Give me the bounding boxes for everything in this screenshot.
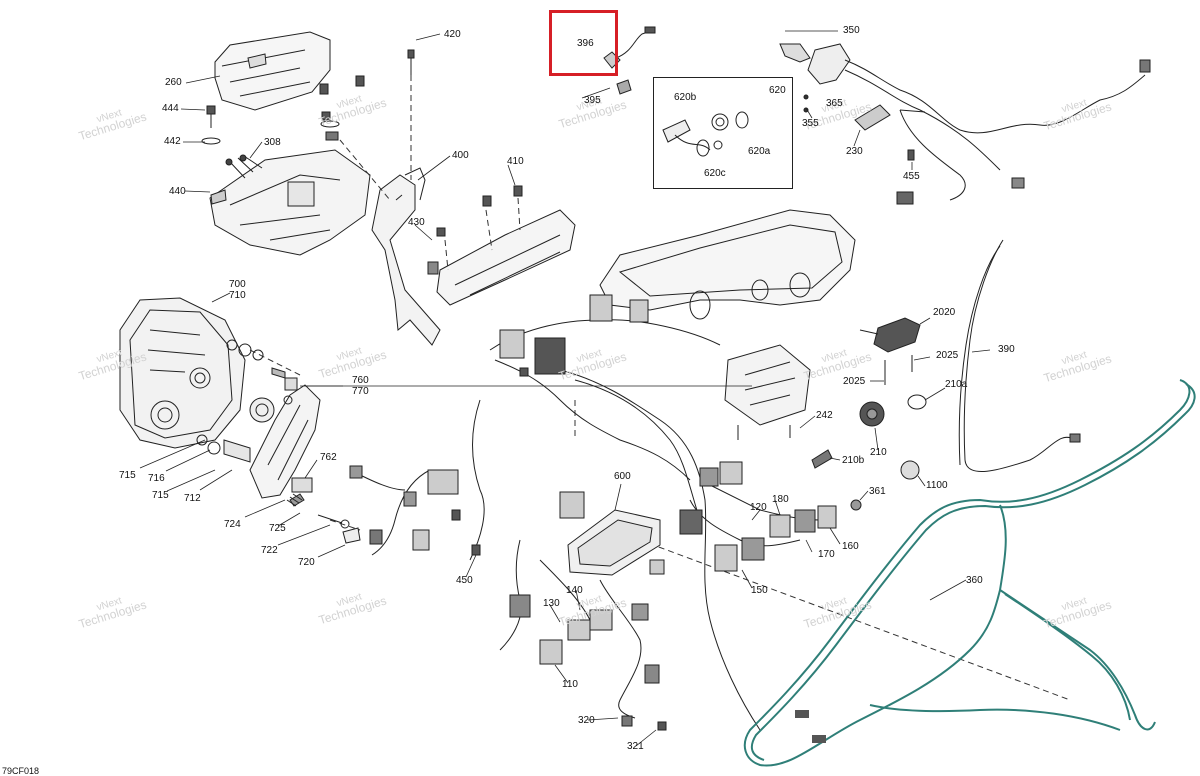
part-label-242: 242 [816, 410, 833, 421]
part-label-210a: 210a [945, 379, 968, 390]
part-label-120: 120 [750, 502, 767, 513]
support-arm-400 [371, 167, 441, 346]
part-label-762: 762 [320, 452, 337, 463]
part-label-400: 400 [452, 150, 469, 161]
part-label-444: 444 [162, 103, 179, 114]
part-label-210b: 210b [842, 455, 865, 466]
bracket-410 [407, 49, 576, 306]
part-label-770: 770 [352, 386, 369, 397]
part-label-395: 395 [584, 95, 601, 106]
part-label-160: 160 [842, 541, 859, 552]
inset-620-parts [662, 111, 749, 157]
part-label-724: 724 [224, 519, 241, 530]
dash-frame [599, 209, 856, 320]
leader-lines [139, 30, 991, 747]
cable-360-clips [795, 710, 826, 743]
part-label-620a: 620a [748, 146, 771, 157]
ignition-210 [811, 394, 927, 511]
fasteners-7xx [196, 339, 361, 544]
part-label-130: 130 [543, 598, 560, 609]
harness-connectors [349, 294, 837, 731]
headlight-700 [119, 297, 246, 449]
part-label-320: 320 [578, 715, 595, 726]
part-label-430: 430 [408, 217, 425, 228]
part-label-1100: 1100 [926, 480, 948, 491]
guide-lines [249, 75, 1071, 701]
part-label-2020: 2020 [933, 307, 956, 318]
part-label-350: 350 [843, 25, 860, 36]
part-label-715b: 715 [152, 490, 169, 501]
relay-block-242 [724, 344, 811, 440]
part-label-450: 450 [456, 575, 473, 586]
part-label-170: 170 [818, 549, 835, 560]
part-label-620: 620 [769, 85, 786, 96]
part-label-210: 210 [870, 447, 887, 458]
part-label-620b: 620b [674, 92, 697, 103]
part-label-360: 360 [966, 575, 983, 586]
part-label-260: 260 [165, 77, 182, 88]
part-label-700: 700 [229, 279, 246, 290]
part-label-725: 725 [269, 523, 286, 534]
part-label-180: 180 [772, 494, 789, 505]
cable-390 [958, 239, 1081, 473]
part-label-2025a: 2025 [936, 350, 959, 361]
part-label-361: 361 [869, 486, 886, 497]
part-label-2025b: 2025 [843, 376, 866, 387]
part-label-396: 396 [577, 38, 594, 49]
part-label-308: 308 [264, 137, 281, 148]
cover-260 [214, 31, 331, 111]
display-600 [567, 509, 661, 576]
part-label-410: 410 [507, 156, 524, 167]
part-label-720: 720 [298, 557, 315, 568]
part-label-442: 442 [164, 136, 181, 147]
part-label-620c: 620c [704, 168, 726, 179]
part-label-600: 600 [614, 471, 631, 482]
diagram-code: 79CF018 [2, 766, 40, 776]
highlight-box-396 [549, 10, 618, 76]
part-label-230: 230 [846, 146, 863, 157]
screws-308 [225, 154, 263, 179]
part-label-420: 420 [444, 29, 461, 40]
part-label-390: 390 [998, 344, 1015, 355]
inset-box-620 [653, 77, 793, 189]
cable-360 [743, 379, 1196, 767]
part-label-110: 110 [562, 679, 578, 690]
part-label-710: 710 [229, 290, 246, 301]
part-label-355: 355 [802, 118, 819, 129]
harness-350 [779, 43, 1151, 205]
part-label-321: 321 [627, 741, 644, 752]
part-label-760: 760 [352, 375, 369, 386]
part-label-715a: 715 [119, 470, 136, 481]
part-label-722: 722 [261, 545, 278, 556]
part-label-365: 365 [826, 98, 843, 109]
key-module-2020 [859, 317, 921, 385]
part-label-140: 140 [566, 585, 583, 596]
part-label-716: 716 [148, 473, 165, 484]
part-label-712: 712 [184, 493, 201, 504]
fasteners-444-442 [201, 75, 365, 145]
part-label-455: 455 [903, 171, 920, 182]
part-label-440: 440 [169, 186, 186, 197]
bracket-760 [249, 384, 321, 499]
bracket-440 [209, 149, 371, 256]
part-label-150: 150 [751, 585, 768, 596]
